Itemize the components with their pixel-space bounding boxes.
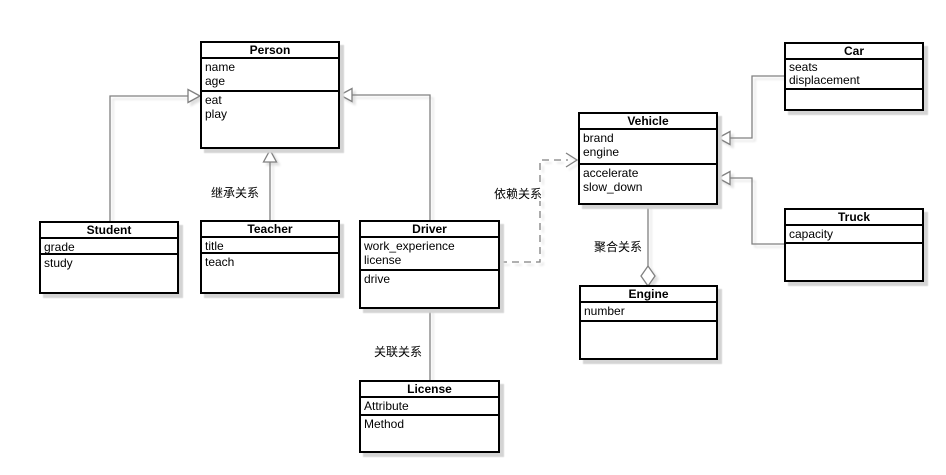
class-person[interactable]: Person name age eat play [200, 41, 340, 149]
class-car[interactable]: Car seats displacement [784, 42, 924, 111]
class-title: Teacher [202, 222, 338, 238]
edge-student-person-generalization[interactable] [109, 88, 202, 222]
methods-compartment: Method [361, 416, 498, 451]
label-association-relationship[interactable]: 关联关系 [374, 345, 423, 359]
methods-compartment [786, 244, 922, 280]
label-dependency-relationship[interactable]: 依赖关系 [494, 187, 543, 201]
attributes-compartment: number [581, 303, 716, 322]
generalization-arrowhead [187, 88, 202, 104]
attribute: seats [789, 60, 818, 74]
class-title: Engine [581, 287, 716, 303]
attributes-compartment: title [202, 238, 338, 254]
edge-teacher-person-generalization[interactable] [262, 148, 278, 220]
methods-compartment [581, 322, 716, 358]
generalization-arrowhead [338, 87, 353, 103]
class-license[interactable]: License Attribute Method [359, 380, 500, 453]
methods-compartment: drive [361, 271, 498, 307]
method: accelerate [583, 166, 639, 180]
generalization-arrowhead [716, 170, 731, 186]
class-truck[interactable]: Truck capacity [784, 208, 924, 282]
attributes-compartment: Attribute [361, 398, 498, 416]
attributes-compartment: capacity [786, 226, 922, 244]
class-student[interactable]: Student grade study [39, 221, 179, 294]
attribute: age [205, 74, 226, 88]
attribute: capacity [789, 227, 834, 241]
label-aggregation-relationship[interactable]: 聚合关系 [594, 240, 643, 254]
generalization-arrowhead [716, 130, 731, 146]
class-title: License [361, 382, 498, 398]
generalization-arrowhead [262, 148, 278, 163]
class-engine[interactable]: Engine number [579, 285, 718, 360]
method: slow_down [583, 180, 643, 194]
aggregation-diamond [640, 264, 656, 288]
attribute: engine [583, 145, 620, 159]
methods-compartment: eat play [202, 92, 338, 147]
method: eat [205, 93, 222, 107]
attribute: Attribute [364, 399, 409, 413]
attributes-compartment: brand engine [580, 130, 716, 165]
attribute: grade [44, 240, 75, 254]
attribute: name [205, 60, 236, 74]
class-title: Student [41, 223, 177, 239]
edge-driver-vehicle-dependency[interactable] [500, 152, 579, 263]
class-title: Person [202, 43, 338, 59]
method: Method [364, 417, 405, 431]
attribute: license [364, 253, 402, 267]
attribute: title [205, 239, 224, 253]
attributes-compartment: seats displacement [786, 60, 922, 90]
class-title: Vehicle [580, 114, 716, 130]
edge-vehicle-engine-aggregation[interactable] [640, 205, 656, 288]
class-driver[interactable]: Driver work_experience license drive [359, 220, 500, 309]
class-title: Driver [361, 222, 498, 238]
methods-compartment: accelerate slow_down [580, 165, 716, 203]
class-title: Car [786, 44, 922, 60]
dependency-arrowhead [565, 152, 579, 168]
class-teacher[interactable]: Teacher title teach [200, 220, 340, 294]
method: teach [205, 255, 235, 269]
attribute: work_experience [364, 239, 455, 253]
attributes-compartment: name age [202, 59, 338, 92]
attributes-compartment: work_experience license [361, 238, 498, 271]
methods-compartment: study [41, 255, 177, 292]
attributes-compartment: grade [41, 239, 177, 255]
methods-compartment: teach [202, 254, 338, 292]
class-vehicle[interactable]: Vehicle brand engine accelerate slow_dow… [578, 112, 718, 205]
edge-truck-vehicle-generalization[interactable] [716, 170, 784, 245]
class-title: Truck [786, 210, 922, 226]
method: study [44, 256, 73, 270]
method: play [205, 107, 228, 121]
attribute: number [584, 304, 625, 318]
label-inheritance-relationship[interactable]: 继承关系 [211, 186, 260, 200]
edge-car-vehicle-generalization[interactable] [716, 75, 784, 146]
attribute: displacement [789, 73, 860, 87]
attribute: brand [583, 131, 614, 145]
methods-compartment [786, 90, 922, 109]
edge-driver-person-generalization[interactable] [338, 87, 431, 221]
method: drive [364, 272, 391, 286]
